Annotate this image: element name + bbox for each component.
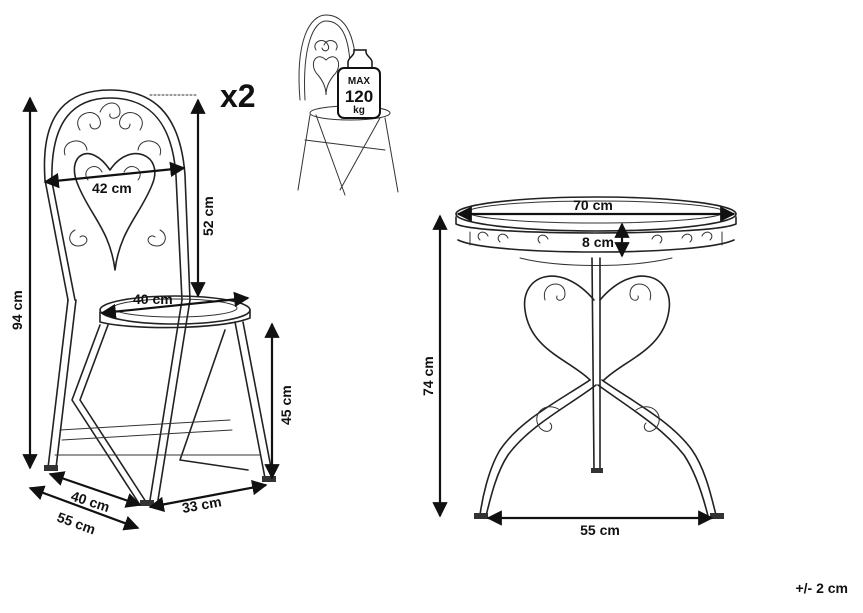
table-skirt-label: 8 cm [582,234,614,250]
table-diameter-label: 70 cm [573,197,613,213]
base-line [148,480,268,512]
seat-height-label: 45 cm [278,385,294,425]
small-chair-drawing [297,14,399,196]
table-base-label: 55 cm [580,522,620,538]
back-height-label: 52 cm [200,196,216,236]
badge-value-text: 120 [345,87,373,106]
max-weight-badge: MAX 120 kg [337,49,381,119]
folded-label: 55 cm [55,509,98,538]
tolerance-note: +/- 2 cm [795,580,848,596]
chair-dimensions: 94 cm 42 cm 52 cm 40 cm 45 cm 40 cm 55 c… [9,94,294,538]
badge-top-text: MAX [348,76,371,87]
back-width-label: 42 cm [92,180,132,196]
quantity-label: x2 [220,78,256,114]
badge-unit-text: kg [353,105,365,116]
back-width-line [43,161,186,189]
table-height-label: 74 cm [420,356,436,396]
seat-width-label: 40 cm [133,291,173,307]
chair-height-label: 94 cm [9,290,25,330]
base-label: 33 cm [181,493,223,516]
folded-line [28,485,140,531]
seat-width-line [100,291,250,320]
table-dimensions: 70 cm 8 cm 74 cm 55 cm [420,197,736,538]
